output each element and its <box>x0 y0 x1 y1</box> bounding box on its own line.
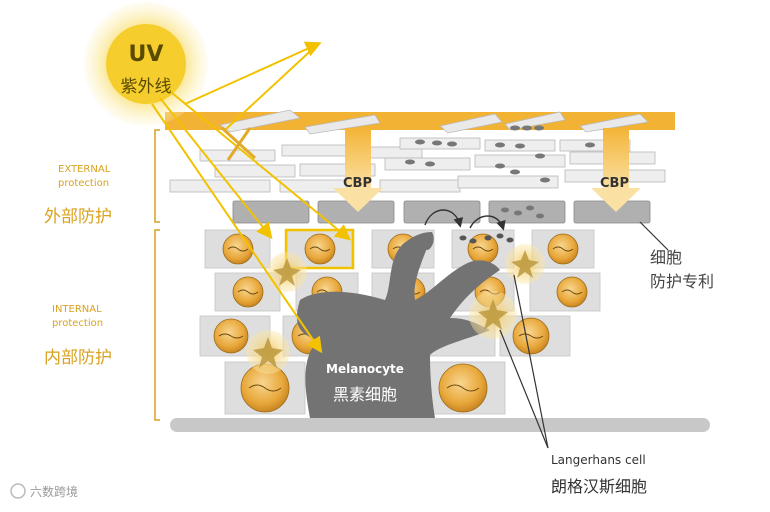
langerhans-label-en: Langerhans cell <box>551 453 646 467</box>
internal-en-line1: INTERNAL <box>52 304 102 315</box>
external-protection-cn: 外部防护 <box>44 207 112 227</box>
cell-protection-line2: 防护专利 <box>650 272 715 291</box>
melanin-granules <box>405 139 595 183</box>
internal-protection-cn: 内部防护 <box>44 348 112 368</box>
internal-protection-en: INTERNAL protection <box>52 303 103 331</box>
melanocyte-label-cn: 黑素细胞 <box>332 385 397 404</box>
uv-subtitle: 紫外线 <box>120 77 172 97</box>
langerhans-label-cn: 朗格汉斯细胞 <box>551 477 648 496</box>
melanocyte-label-en: Melanocyte <box>326 362 404 376</box>
melanin-transfer-arrows <box>424 209 506 231</box>
cell-protection-line1: 细胞 <box>650 248 683 267</box>
watermark-text: 六数跨境 <box>30 485 79 499</box>
cbp-arrow-left <box>333 128 383 212</box>
cbp-label-right: CBP <box>600 176 629 191</box>
internal-en-line2: protection <box>52 318 104 329</box>
granular-dots <box>501 205 544 219</box>
watermark-logo-icon <box>10 483 26 499</box>
ray-block-cross <box>220 126 257 161</box>
external-protection-en: EXTERNAL protection <box>58 163 110 191</box>
highlight-cell-frame <box>284 228 355 270</box>
uv-title: UV <box>128 42 164 67</box>
layer-brackets <box>154 129 160 421</box>
granular-layer <box>232 200 651 224</box>
melanocyte-dendrite-top <box>402 232 434 250</box>
external-en-line1: EXTERNAL <box>58 164 111 175</box>
melanocyte-body <box>296 237 500 418</box>
external-en-line2: protection <box>58 178 110 189</box>
cbp-arrow-right <box>591 128 641 212</box>
skin-flakes <box>219 109 649 135</box>
pointer-lines <box>499 221 669 449</box>
cbp-label-left: CBP <box>343 176 372 191</box>
transfer-granules <box>459 233 514 244</box>
uv-rays <box>151 41 352 354</box>
uv-sun-core <box>106 24 186 104</box>
langerhans-cells <box>246 244 545 374</box>
basement-membrane <box>170 418 710 432</box>
